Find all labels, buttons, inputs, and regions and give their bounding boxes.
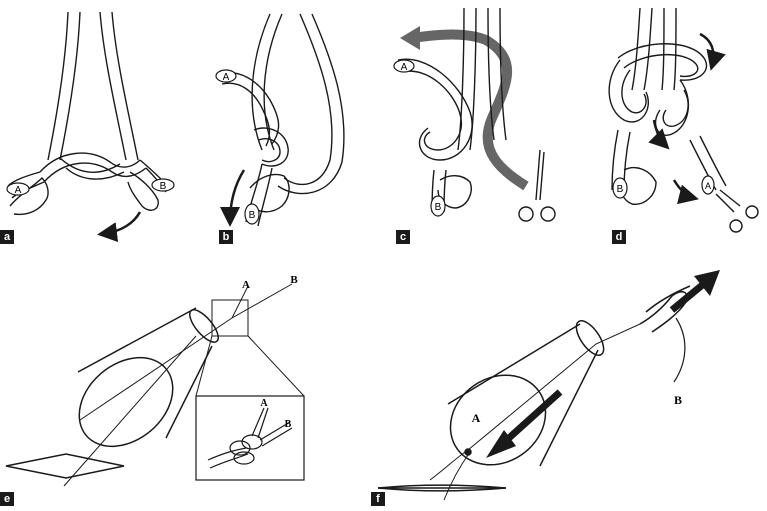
panel-d-low-arrow	[672, 179, 699, 205]
panel-a-labels: A B	[6, 178, 175, 196]
panel-tag-a: a	[0, 230, 14, 244]
panel-e-inset-knot	[207, 407, 293, 469]
panel-b-down-arrow	[220, 169, 246, 227]
panel-f-big-arrow-left-head	[486, 430, 516, 458]
panel-f-big-arrow-left	[497, 389, 563, 449]
panel-c-gray-arrow-head	[400, 26, 420, 50]
panel-c-label-a: A	[401, 62, 408, 73]
panel-tag-b: b	[219, 230, 233, 244]
panel-c-label-b: B	[435, 202, 442, 213]
panel-e-label-a: A	[242, 279, 250, 291]
panel-c-gray-arrow	[411, 29, 529, 191]
panel-e-inset-label-b: B	[285, 419, 292, 430]
panel-a-drawing	[7, 11, 167, 216]
panel-e-drawing	[5, 283, 305, 487]
panel-tag-d: d	[612, 230, 626, 244]
panel-f-label-b: B	[674, 393, 682, 407]
panel-tag-f: f	[371, 492, 385, 506]
panel-tag-e: e	[0, 492, 14, 506]
panel-a-curved-arrow	[97, 211, 142, 243]
panel-f-drawing	[377, 285, 691, 501]
panel-f-big-arrow-right	[669, 279, 709, 313]
panel-b-label-a: A	[223, 72, 230, 83]
panel-b-labels: A B	[215, 69, 260, 225]
panel-c-labels: A B	[393, 59, 446, 217]
panel-d-label-b: B	[617, 184, 624, 195]
panel-b-drawing	[217, 13, 345, 227]
panel-a-label-b: B	[160, 181, 167, 192]
panel-d-drawing	[608, 7, 759, 233]
panel-d-label-a: A	[705, 181, 711, 191]
panel-a-label-a: A	[15, 185, 22, 196]
panel-e-label-b: B	[290, 274, 298, 286]
panel-b-label-b: B	[249, 210, 256, 221]
panel-d-labels: B A	[612, 175, 715, 199]
panel-d-mid-arrow	[648, 119, 670, 150]
panel-d-top-arrow	[699, 32, 726, 71]
panel-f-label-a: A	[472, 411, 481, 425]
panel-e-inset-label-a: A	[260, 398, 268, 409]
panel-f-big-arrow-right-head	[694, 270, 720, 296]
panel-tag-c: c	[396, 230, 410, 244]
